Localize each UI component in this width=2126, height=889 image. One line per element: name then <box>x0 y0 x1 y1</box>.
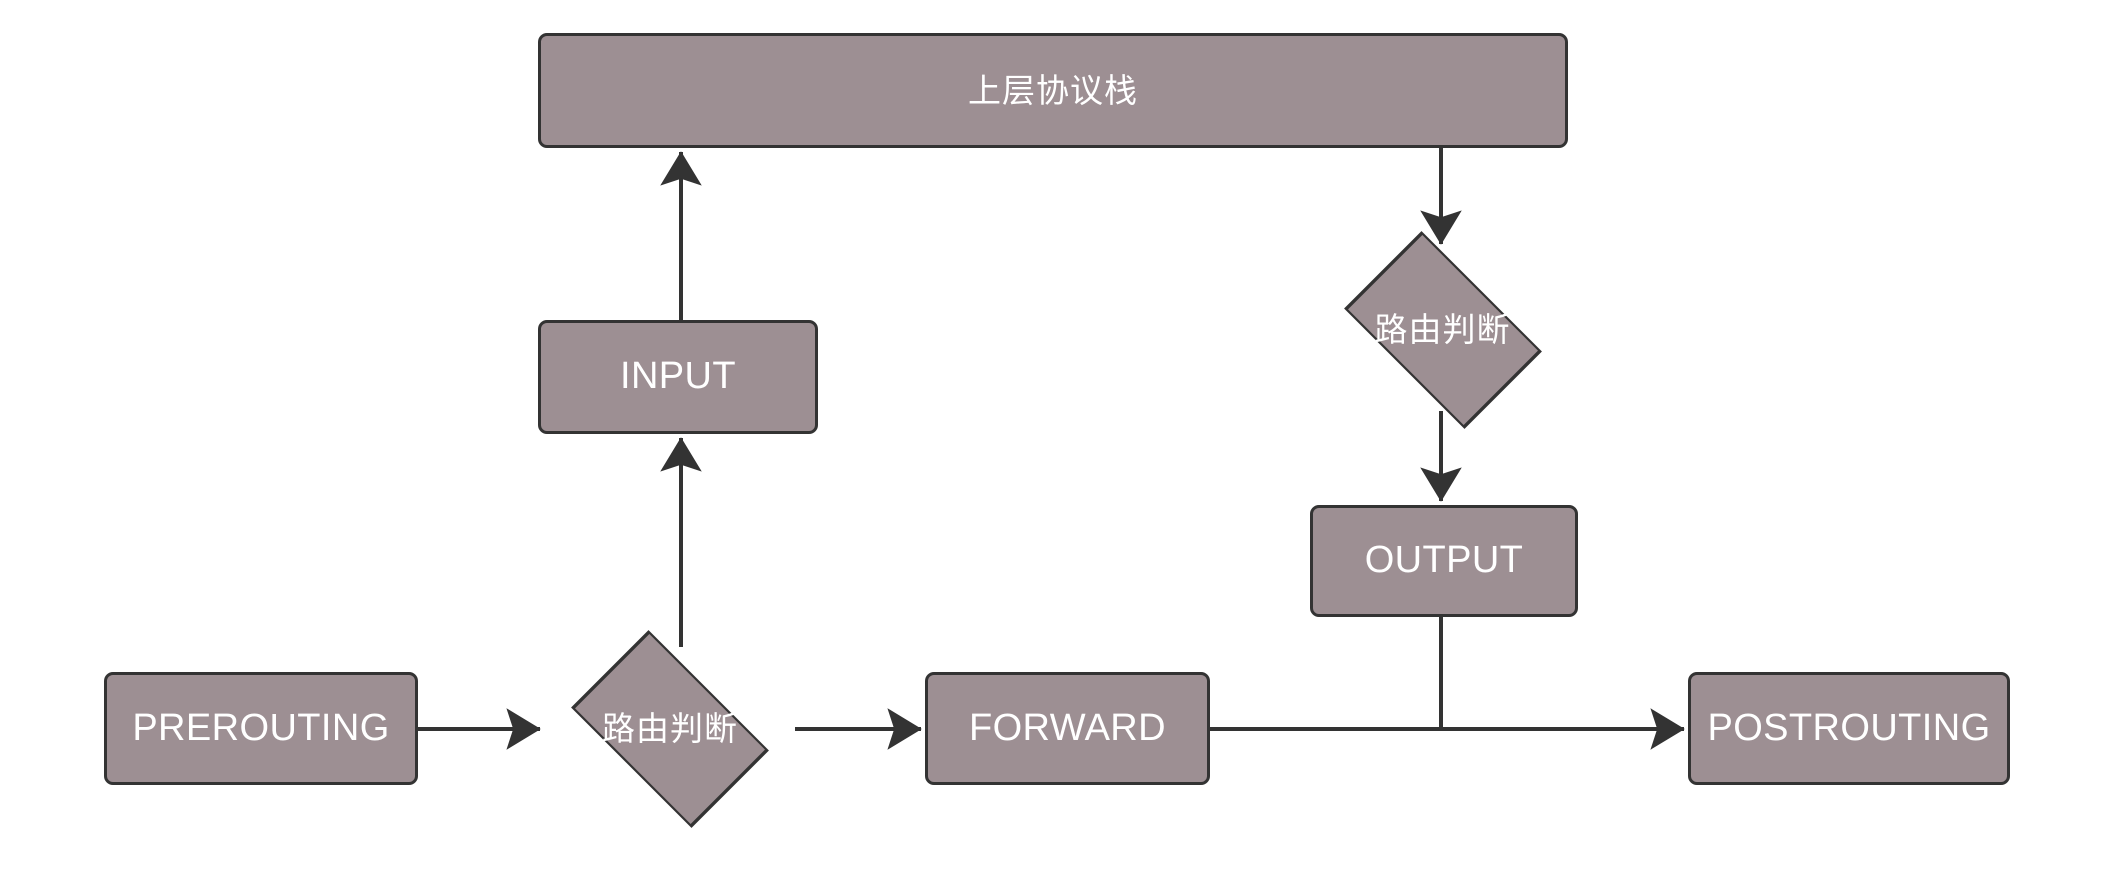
node-forward[interactable]: FORWARD <box>925 672 1210 785</box>
node-label-forward: FORWARD <box>968 706 1166 749</box>
node-route-decision-ingress[interactable]: 路由判断 <box>545 629 795 828</box>
node-postrouting[interactable]: POSTROUTING <box>1688 672 2010 785</box>
diamond-shape <box>571 629 769 828</box>
node-label-postrouting: POSTROUTING <box>1707 706 1991 749</box>
diamond-shape <box>1343 230 1542 429</box>
node-route-decision-egress[interactable]: 路由判断 <box>1318 230 1567 429</box>
node-prerouting[interactable]: PREROUTING <box>104 672 418 785</box>
node-input[interactable]: INPUT <box>538 320 818 434</box>
node-label-prerouting: PREROUTING <box>132 706 390 749</box>
node-output[interactable]: OUTPUT <box>1310 505 1578 617</box>
node-label-upper-protocol-stack: 上层协议栈 <box>968 71 1138 109</box>
node-upper-protocol-stack[interactable]: 上层协议栈 <box>538 33 1568 148</box>
node-label-output: OUTPUT <box>1364 539 1524 582</box>
node-label-input: INPUT <box>620 355 736 398</box>
